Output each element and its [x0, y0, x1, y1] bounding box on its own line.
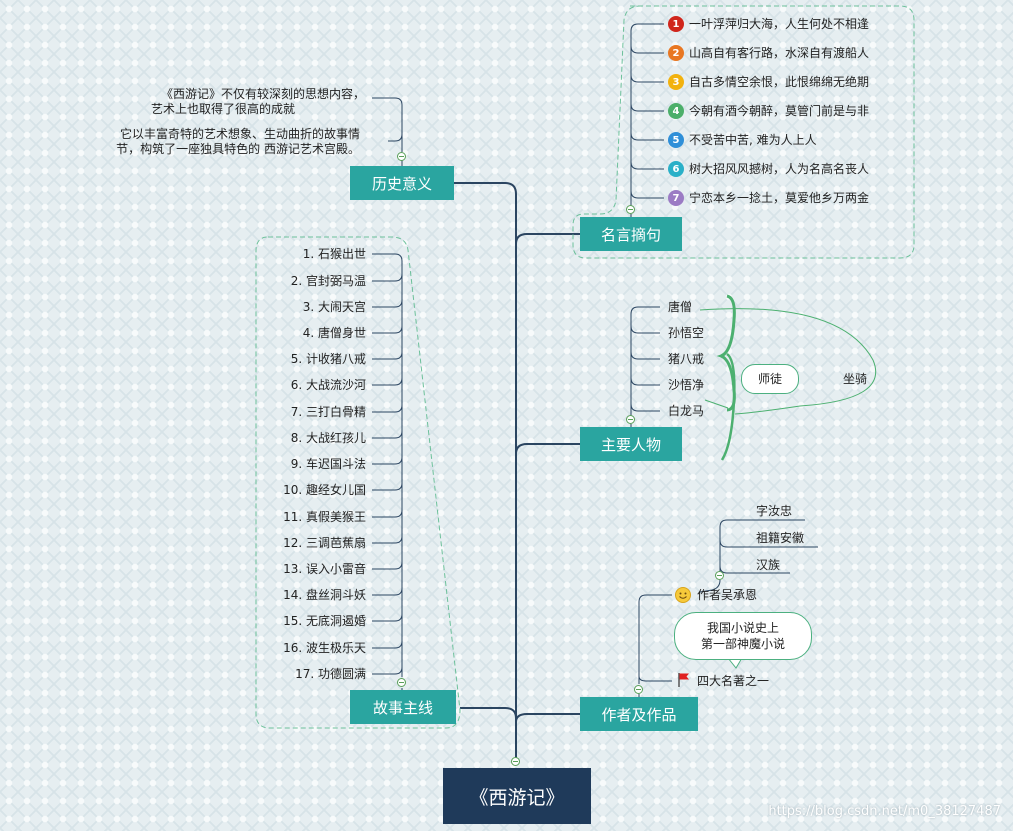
- story-item[interactable]: 10. 趣经女儿国: [283, 483, 366, 497]
- story-item[interactable]: 7. 三打白骨精: [290, 405, 366, 419]
- author-detail-courtesy-name: 字汝忠: [756, 504, 793, 518]
- story-item[interactable]: 12. 三调芭蕉扇: [283, 536, 366, 550]
- history-text-2-line-2: 节，构筑了一座独具特色的 西游记艺术宫殿。: [116, 142, 360, 156]
- quote-item[interactable]: 今朝有酒今朝醉，莫管门前是与非: [689, 104, 870, 118]
- quote-item[interactable]: 树大招风风撼树，人为名高名丧人: [689, 162, 870, 176]
- red-flag-icon: [677, 672, 691, 688]
- story-item[interactable]: 5. 计收猪八戒: [290, 352, 366, 366]
- collapse-toggle-author[interactable]: [634, 685, 643, 694]
- quote-number-badge: 1: [668, 16, 684, 32]
- quote-number-badge: 4: [668, 103, 684, 119]
- label-master-disciples: 师徒: [741, 364, 799, 394]
- story-item[interactable]: 4. 唐僧身世: [302, 326, 366, 340]
- author-detail-ancestral-home: 祖籍安徽: [756, 531, 805, 545]
- bubble-line-1: 我国小说史上: [706, 621, 779, 635]
- story-item[interactable]: 16. 波生极乐天: [283, 641, 366, 655]
- collapse-toggle-history[interactable]: [397, 152, 406, 161]
- character-sha-wujing[interactable]: 沙悟净: [668, 378, 705, 392]
- story-item[interactable]: 6. 大战流沙河: [290, 378, 366, 392]
- story-item[interactable]: 1. 石猴出世: [302, 247, 366, 261]
- collapse-toggle-root[interactable]: [511, 757, 520, 766]
- collapse-toggle-quotes[interactable]: [626, 205, 635, 214]
- quote-item[interactable]: 自古多情空余恨，此恨绵绵无绝期: [689, 75, 870, 89]
- bubble-line-2: 第一部神魔小说: [700, 637, 785, 651]
- story-item[interactable]: 3. 大闹天宫: [302, 300, 366, 314]
- label-mount: 坐骑: [843, 372, 868, 386]
- collapse-toggle-author-name[interactable]: [715, 571, 724, 580]
- history-text-1-line-2: 艺术上也取得了很高的成就: [150, 102, 295, 116]
- story-item[interactable]: 14. 盘丝洞斗妖: [283, 588, 366, 602]
- story-item[interactable]: 11. 真假美猴王: [283, 510, 366, 524]
- story-item[interactable]: 9. 车迟国斗法: [290, 457, 366, 471]
- quote-number-badge: 5: [668, 132, 684, 148]
- history-text-2-line-1: 它以丰富奇特的艺术想象、生动曲折的故事情: [119, 127, 360, 141]
- collapse-toggle-characters[interactable]: [626, 415, 635, 424]
- quote-item[interactable]: 宁恋本乡一捻土，莫爱他乡万两金: [689, 191, 870, 205]
- character-sun-wukong[interactable]: 孙悟空: [668, 326, 705, 340]
- branch-story[interactable]: 故事主线: [350, 690, 456, 724]
- story-item[interactable]: 8. 大战红孩儿: [290, 431, 366, 445]
- quote-number-badge: 6: [668, 161, 684, 177]
- branch-quotes[interactable]: 名言摘句: [580, 217, 682, 251]
- collapse-toggle-story[interactable]: [397, 678, 406, 687]
- quote-number-badge: 7: [668, 190, 684, 206]
- character-zhu-bajie[interactable]: 猪八戒: [668, 352, 705, 366]
- history-text-1-line-1: 《西游记》不仅有较深刻的思想内容，: [160, 87, 365, 101]
- character-white-dragon-horse[interactable]: 白龙马: [668, 404, 705, 418]
- character-tang-seng[interactable]: 唐僧: [668, 300, 693, 314]
- author-name[interactable]: 作者吴承恩: [697, 588, 758, 602]
- quote-number-badge: 2: [668, 45, 684, 61]
- root-node[interactable]: 《西游记》: [443, 768, 591, 824]
- branch-history[interactable]: 历史意义: [350, 166, 454, 200]
- author-work-bubble: 我国小说史上 第一部神魔小说: [674, 612, 812, 660]
- story-item[interactable]: 15. 无底洞遏婚: [283, 614, 366, 628]
- story-item[interactable]: 13. 误入小雷音: [283, 562, 366, 576]
- watermark: https://blog.csdn.net/m0_38127487: [768, 804, 1001, 819]
- story-item[interactable]: 2. 官封弼马温: [290, 274, 366, 288]
- quote-item[interactable]: 一叶浮萍归大海，人生何处不相逢: [689, 17, 870, 31]
- author-detail-ethnicity: 汉族: [756, 558, 781, 572]
- quote-item[interactable]: 不受苦中苦, 难为人上人: [689, 133, 817, 147]
- story-item[interactable]: 17. 功德圆满: [295, 667, 366, 681]
- branch-author[interactable]: 作者及作品: [580, 697, 698, 731]
- smiley-icon: [675, 587, 691, 603]
- author-work-label[interactable]: 四大名著之一: [697, 674, 770, 688]
- branch-characters[interactable]: 主要人物: [580, 427, 682, 461]
- quote-number-badge: 3: [668, 74, 684, 90]
- quote-item[interactable]: 山高自有客行路，水深自有渡船人: [689, 46, 870, 60]
